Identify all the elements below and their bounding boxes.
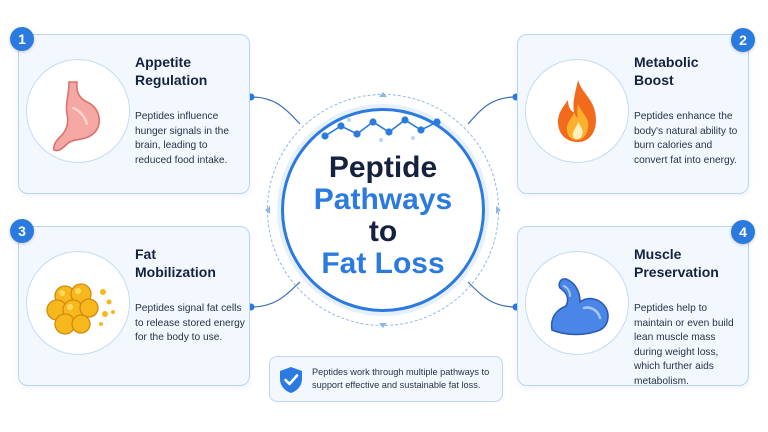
center-title-line-4: Fat Loss: [321, 247, 445, 280]
card-description: Peptides help to maintain or even build …: [634, 303, 734, 387]
center-circle: [281, 108, 485, 312]
summary-note: Peptides work through multiple pathways …: [269, 356, 503, 402]
icon-circle: [525, 59, 629, 163]
flexed-arm-icon: [550, 278, 609, 336]
card-title: Metabolic Boost: [634, 54, 699, 88]
card-description: Peptides influence hunger signals in the…: [135, 111, 230, 166]
shield-check-icon: [280, 367, 302, 393]
card-description: Peptides enhance the body's natural abil…: [634, 111, 738, 166]
card-metabolic-boost: Metabolic Boost Peptides enhance the bod…: [517, 34, 749, 194]
center-title: Peptide Pathways to Fat Loss: [281, 152, 485, 280]
center-dashed-ring: [267, 94, 499, 326]
card-fat-mobilization: Fat Mobilization Peptides signal fat cel…: [18, 226, 250, 386]
step-badge-1: 1: [10, 27, 34, 51]
center-title-line-1: Peptide: [328, 151, 438, 184]
step-badge-3: 3: [10, 219, 34, 243]
step-badge-2: 2: [731, 28, 755, 52]
peptide-chain-icon: [321, 116, 441, 142]
card-title: Appetite Regulation: [135, 54, 208, 88]
center-title-line-3: to: [368, 215, 398, 248]
step-badge-4: 4: [731, 220, 755, 244]
card-appetite-regulation: Appetite Regulation Peptides influence h…: [18, 34, 250, 194]
card-title: Muscle Preservation: [634, 246, 719, 280]
icon-circle: [26, 251, 130, 355]
card-title: Fat Mobilization: [135, 246, 216, 280]
center-title-line-2: Pathways: [313, 183, 453, 216]
icon-circle: [525, 251, 629, 355]
stomach-icon: [53, 81, 100, 152]
icon-circle: [26, 59, 130, 163]
card-description: Peptides signal fat cells to release sto…: [135, 303, 245, 343]
card-muscle-preservation: Muscle Preservation Peptides help to mai…: [517, 226, 749, 387]
summary-note-text: Peptides work through multiple pathways …: [312, 367, 490, 390]
flame-icon: [558, 80, 596, 142]
fat-cell-icon: [46, 283, 115, 335]
